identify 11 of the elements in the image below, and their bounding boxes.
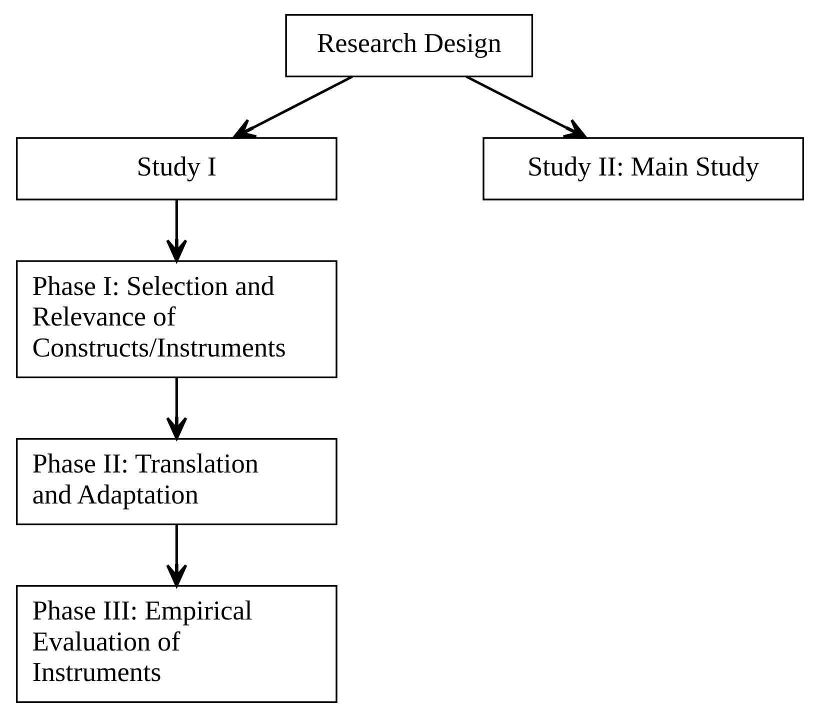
node-box: Research Design	[285, 14, 534, 78]
node-box: Phase III: Empirical Evaluation of Instruments	[16, 585, 338, 703]
arrow	[232, 76, 353, 139]
node-box: Study II: Main Study	[482, 137, 804, 200]
node-box: Study I	[16, 137, 338, 200]
arrow	[466, 76, 588, 139]
node-box: Phase I: Selection and Relevance of Constructs/Instruments	[16, 260, 338, 378]
arrow	[166, 525, 188, 588]
arrow	[166, 377, 188, 440]
node-box: Phase II: Translation and Adaptation	[16, 438, 338, 526]
arrow	[166, 200, 188, 262]
